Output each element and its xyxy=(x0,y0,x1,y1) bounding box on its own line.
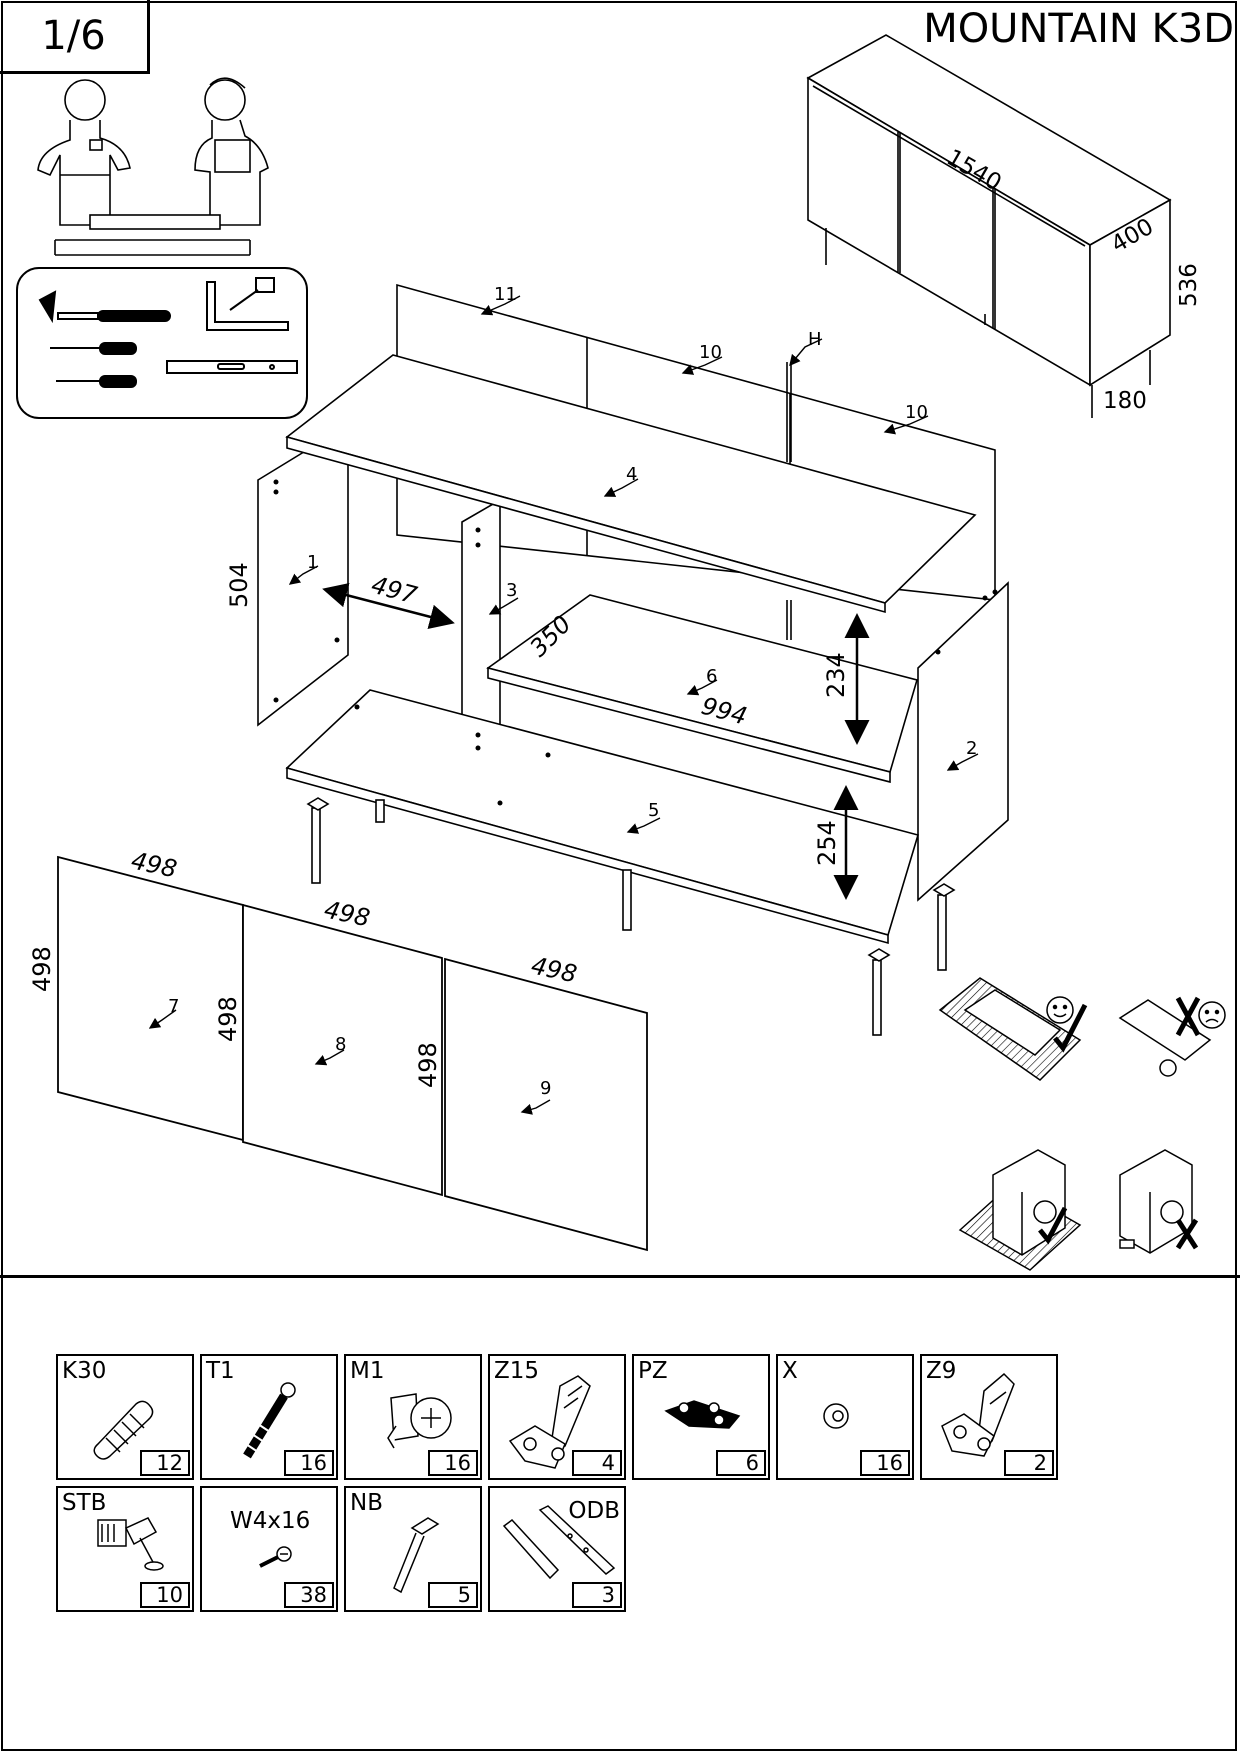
hole-markers xyxy=(273,479,998,806)
part-label-5: 5 xyxy=(648,800,659,821)
dim-door-2-height: 498 xyxy=(214,996,242,1042)
work-surface-correct-icon xyxy=(938,977,1088,1081)
hardware-qty: 38 xyxy=(284,1582,334,1608)
part-label-7: 7 xyxy=(168,996,179,1017)
hinge-icon xyxy=(508,1375,591,1469)
hardware-qty: 12 xyxy=(140,1450,190,1476)
hardware-item-z15: Z15 4 xyxy=(488,1354,626,1480)
hardware-code: NB xyxy=(350,1490,383,1516)
dimension-arrows xyxy=(322,582,870,900)
hardware-code: Z15 xyxy=(494,1358,540,1384)
dim-door-3-height: 498 xyxy=(414,1042,442,1088)
hardware-qty: 5 xyxy=(428,1582,478,1608)
hardware-code: M1 xyxy=(350,1358,385,1384)
part-label-6: 6 xyxy=(706,666,717,687)
cabinet-placement-correct-icon xyxy=(958,1149,1082,1271)
dim-side-height: 504 xyxy=(225,562,253,608)
hardware-qty: 6 xyxy=(716,1450,766,1476)
workers-illustration xyxy=(37,77,269,256)
hardware-qty: 3 xyxy=(572,1582,622,1608)
leg-height-dimension: 180 xyxy=(1103,388,1147,414)
hardware-item-z9: Z9 2 xyxy=(920,1354,1058,1480)
hinge-icon xyxy=(941,1372,1015,1457)
hardware-item-k30: K30 12 xyxy=(56,1354,194,1480)
leader-arrows xyxy=(148,295,979,1115)
hardware-list: K30 12 T1 16 M1 xyxy=(56,1354,1058,1614)
mounting-plate-icon xyxy=(664,1400,741,1429)
hardware-qty: 16 xyxy=(284,1450,334,1476)
hardware-item-stb: STB 10 xyxy=(56,1486,194,1612)
leg-icon xyxy=(393,1517,440,1594)
part-label-3: 3 xyxy=(506,580,517,601)
part-label-1: 1 xyxy=(307,552,318,573)
handle-icon xyxy=(502,1505,616,1580)
dim-door-1-height: 498 xyxy=(28,946,56,992)
hardware-item-t1: T1 16 xyxy=(200,1354,338,1480)
part-label-2: 2 xyxy=(966,738,977,759)
section-divider xyxy=(0,1275,1240,1278)
hardware-code: PZ xyxy=(638,1358,668,1384)
product-title: MOUNTAIN K3D xyxy=(923,6,1234,52)
bracket-screw-icon xyxy=(97,1517,164,1571)
hardware-code: K30 xyxy=(62,1358,107,1384)
hardware-qty: 4 xyxy=(572,1450,622,1476)
part-label-4: 4 xyxy=(626,464,637,485)
hardware-code: STB xyxy=(62,1490,107,1516)
dowel-icon xyxy=(93,1400,154,1460)
hardware-item-odb: ODB 3 xyxy=(488,1486,626,1612)
dim-upper-gap: 234 xyxy=(822,652,850,698)
tools-box xyxy=(16,267,308,419)
hardware-item-x: X 16 xyxy=(776,1354,914,1480)
part-label-11: 11 xyxy=(494,284,517,305)
hardware-item-pz: PZ 6 xyxy=(632,1354,770,1480)
part-number-labels: 11 10 10 H 4 1 3 6 2 5 7 8 9 xyxy=(168,284,977,1099)
hardware-code: ODB xyxy=(568,1498,620,1524)
hardware-qty: 16 xyxy=(428,1450,478,1476)
connector-bolt-icon xyxy=(243,1382,296,1459)
work-surface-wrong-icon xyxy=(1118,996,1226,1077)
hardware-qty: 2 xyxy=(1004,1450,1054,1476)
height-dimension: 536 xyxy=(1176,263,1202,307)
part-label-10b: 10 xyxy=(905,402,928,423)
hardware-code: T1 xyxy=(206,1358,235,1384)
page-number: 1/6 xyxy=(0,0,150,74)
cam-lock-icon xyxy=(387,1393,452,1449)
doors xyxy=(57,855,648,1252)
dim-lower-gap: 254 xyxy=(813,820,841,866)
cabinet-placement-wrong-icon xyxy=(1119,1149,1199,1254)
exploded-view xyxy=(257,283,1009,1036)
bumper-icon xyxy=(823,1403,849,1429)
hardware-code: W4x16 xyxy=(230,1508,311,1534)
screw-icon xyxy=(259,1546,292,1568)
hardware-item-m1: M1 16 xyxy=(344,1354,482,1480)
hardware-qty: 16 xyxy=(860,1450,910,1476)
part-label-8: 8 xyxy=(335,1034,346,1055)
hardware-item-w4x16: W4x16 38 xyxy=(200,1486,338,1612)
hardware-item-nb: NB 5 xyxy=(344,1486,482,1612)
assembly-drawing: 1540 400 536 180 xyxy=(16,34,1226,1271)
hardware-qty: 10 xyxy=(140,1582,190,1608)
part-label-9: 9 xyxy=(540,1078,551,1099)
dim-door-2-width: 498 xyxy=(322,895,373,932)
hardware-code: X xyxy=(782,1358,798,1384)
part-label-h: H xyxy=(808,329,822,350)
hardware-code: Z9 xyxy=(926,1358,957,1384)
part-label-10a: 10 xyxy=(699,342,722,363)
assembled-cabinet xyxy=(806,34,1172,418)
